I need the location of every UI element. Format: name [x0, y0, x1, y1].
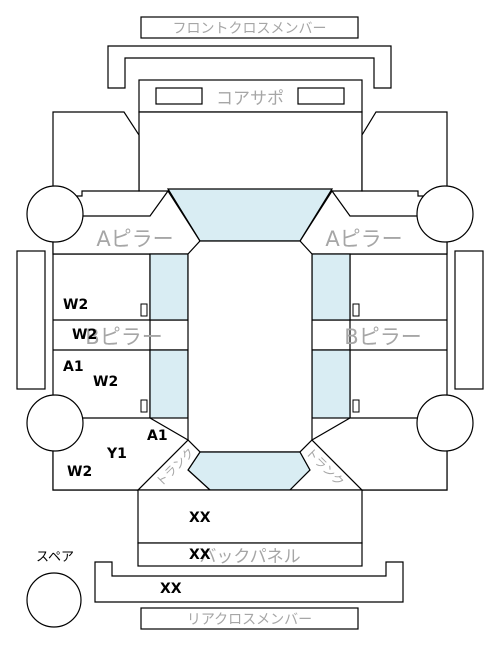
front-fender-left[interactable]: [52, 111, 140, 197]
rear-window[interactable]: [187, 451, 311, 491]
mark-a1-left-sill: A1: [63, 359, 84, 375]
door-handle-fl: [140, 303, 148, 317]
headlight-left: [155, 87, 203, 105]
back-panel-label: バックパネル: [199, 547, 300, 567]
front-fender-right[interactable]: [361, 111, 448, 197]
mark-xx-back-panel: XX: [189, 547, 211, 563]
core-support[interactable]: コアサポ: [138, 79, 363, 113]
wheel-front-left[interactable]: [26, 185, 84, 243]
rear-cross-member[interactable]: リアクロスメンバー: [140, 607, 359, 630]
mark-xx-trunk-floor: XX: [189, 510, 211, 526]
trunk-floor[interactable]: [137, 489, 363, 544]
rear-quarter-right[interactable]: [311, 417, 448, 491]
wheel-rear-left[interactable]: [26, 394, 84, 452]
side-window-front-right[interactable]: [311, 253, 351, 321]
a-pillar-right-label: Aピラー: [325, 227, 402, 251]
side-step-right[interactable]: [454, 250, 484, 390]
front-bracket[interactable]: [107, 45, 392, 89]
door-handle-rr: [352, 399, 360, 413]
mark-xx-rear-member: XX: [160, 581, 182, 597]
mark-w2-b-pillar: W2: [72, 327, 97, 343]
rear-cross-member-label: リアクロスメンバー: [187, 612, 312, 628]
rear-bracket[interactable]: [94, 561, 404, 603]
wheel-front-right[interactable]: [416, 185, 474, 243]
side-window-rear-left[interactable]: [149, 349, 189, 419]
front-cross-member[interactable]: フロントクロスメンバー: [140, 16, 359, 39]
mark-y1-quarter: Y1: [106, 446, 127, 462]
front-cross-member-label: フロントクロスメンバー: [173, 21, 327, 37]
mark-w2-left-front-door: W2: [63, 297, 88, 313]
hood[interactable]: [138, 111, 363, 192]
rear-quarter-left[interactable]: [52, 417, 189, 491]
b-pillar-right-label: Bピラー: [344, 325, 421, 349]
roof[interactable]: [187, 240, 313, 453]
mark-w2-left-rear-door: W2: [93, 374, 118, 390]
back-panel[interactable]: バックパネル: [137, 542, 363, 567]
mark-w2-quarter: W2: [67, 464, 92, 480]
side-window-rear-right[interactable]: [311, 349, 351, 419]
door-handle-rl: [140, 399, 148, 413]
side-window-front-left[interactable]: [149, 253, 189, 321]
mark-a1-rear-wheel: A1: [147, 428, 168, 444]
a-pillar-left-label: Aピラー: [96, 227, 173, 251]
door-handle-fr: [352, 303, 360, 317]
spare-tire[interactable]: スペア: [26, 550, 82, 628]
core-support-label: コアサポ: [216, 89, 284, 109]
side-step-left[interactable]: [16, 250, 46, 390]
b-pillar-left-label: Bピラー: [85, 325, 162, 349]
spare-tire-label: スペア: [36, 550, 74, 565]
wheel-rear-right[interactable]: [416, 394, 474, 452]
headlight-right: [297, 87, 345, 105]
